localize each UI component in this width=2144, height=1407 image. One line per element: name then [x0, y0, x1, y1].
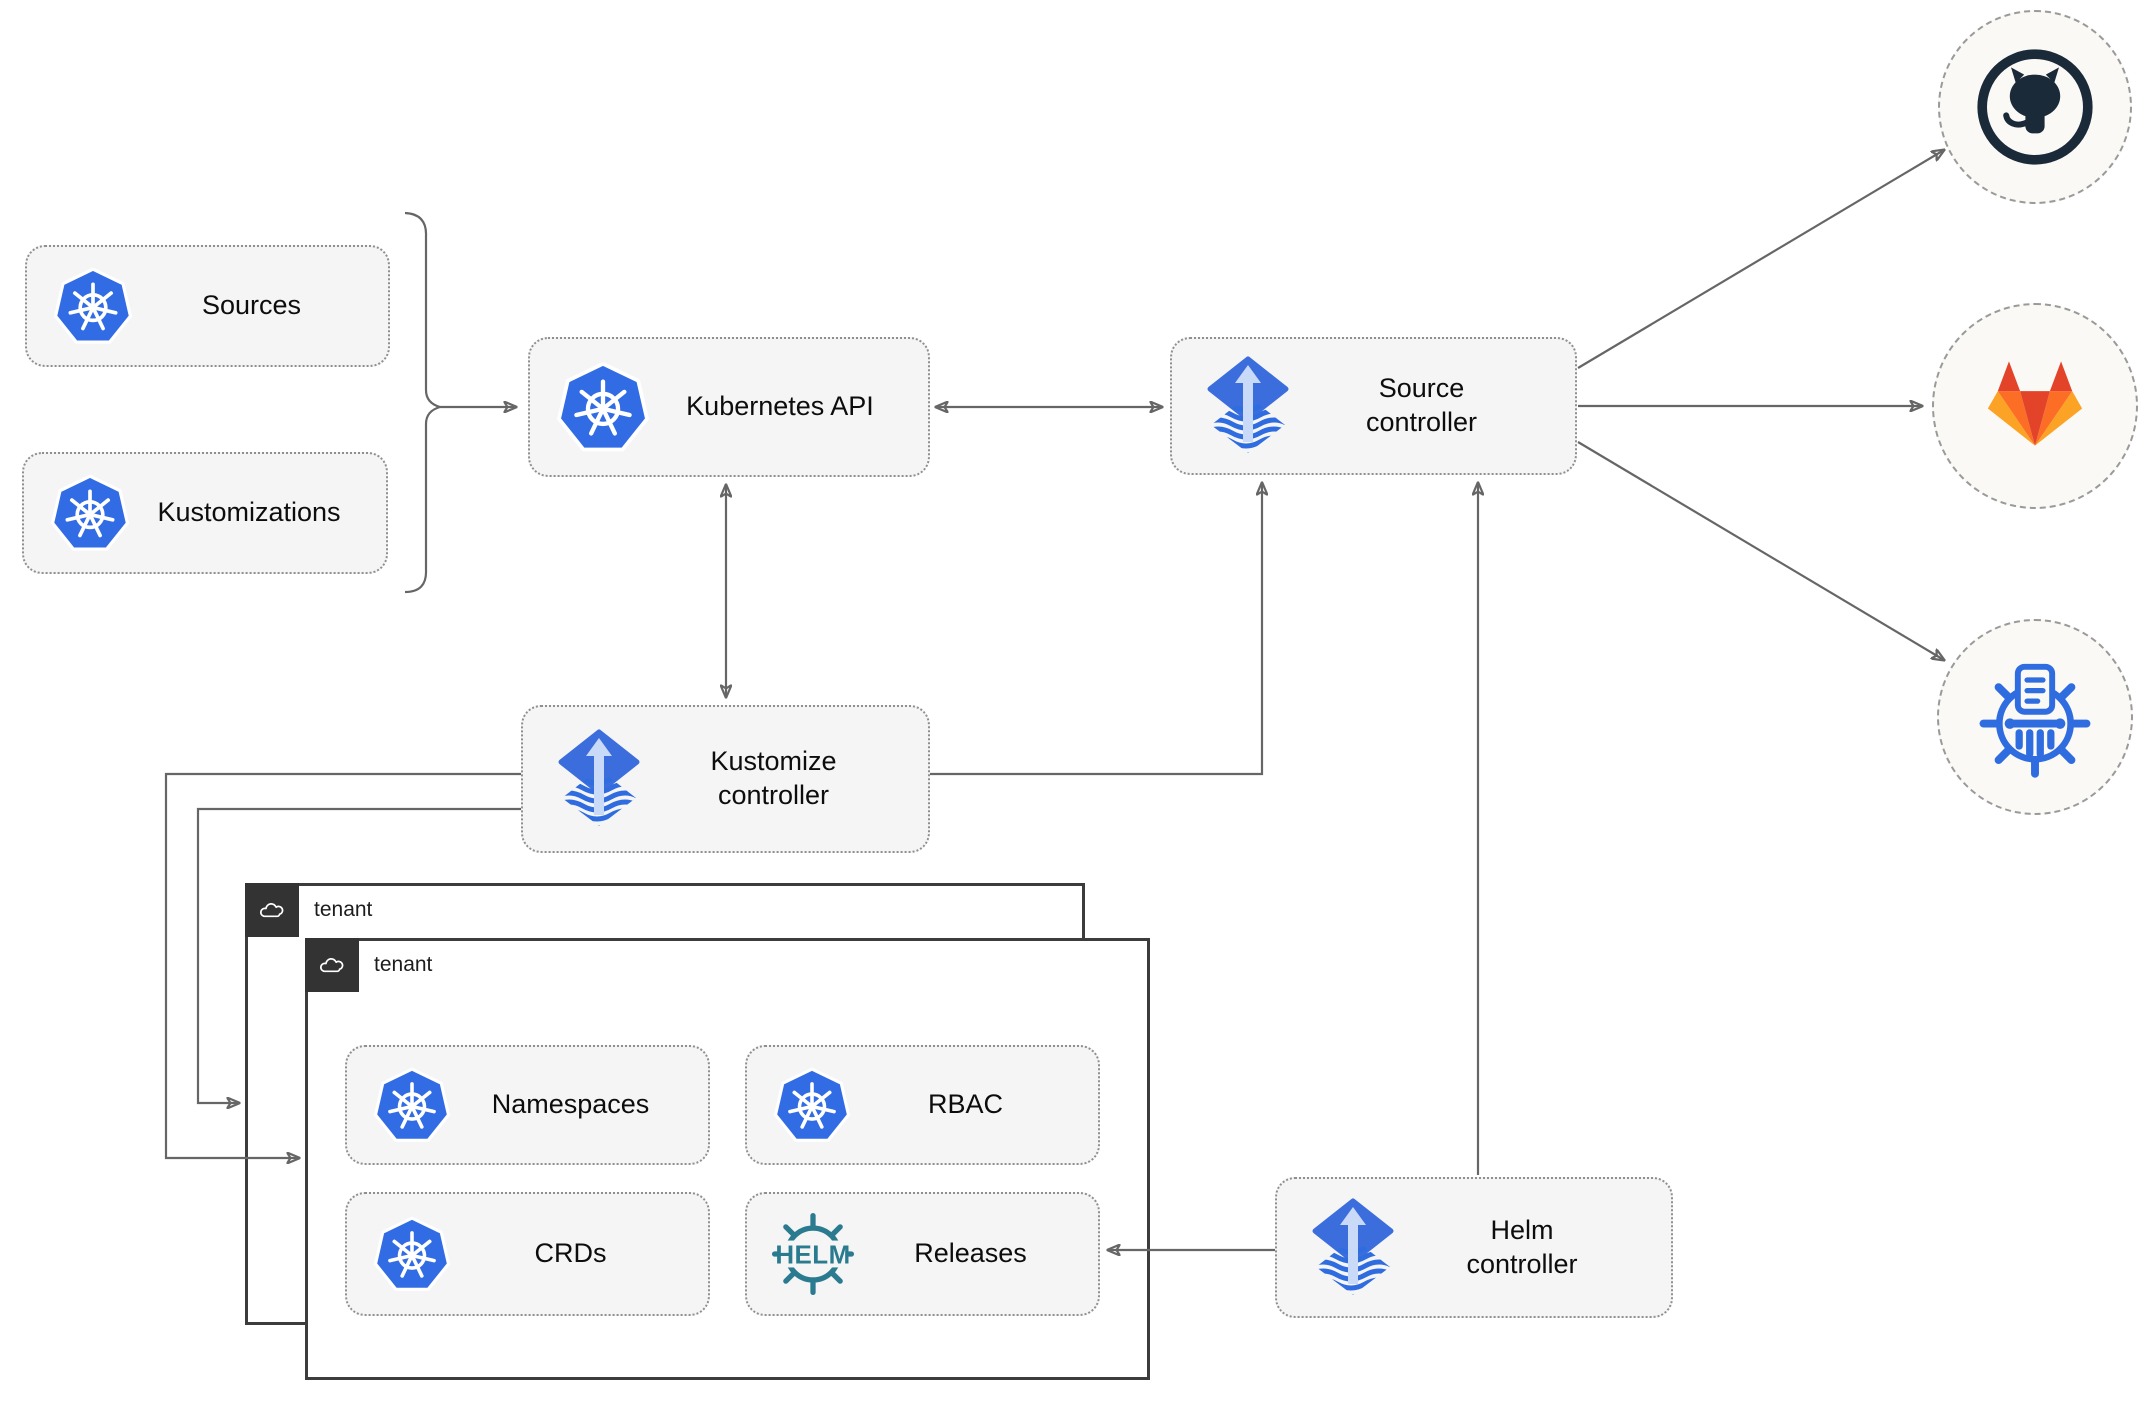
kubernetes-icon — [373, 1066, 451, 1144]
node-rbac: RBAC — [745, 1045, 1100, 1165]
kubernetes-icon — [53, 266, 133, 346]
tenant-label: tenant — [314, 898, 373, 921]
endpoint-chartmuseum — [1937, 619, 2133, 815]
cloud-icon — [255, 894, 289, 927]
endpoint-gitlab — [1932, 303, 2138, 509]
edge-source-to-github — [1577, 150, 1944, 369]
node-releases: HELM Releases — [745, 1192, 1100, 1316]
node-label: Namespaces — [491, 1089, 650, 1120]
node-label: Kubernetes API — [686, 391, 874, 422]
node-source-controller: Source controller — [1170, 337, 1577, 475]
chartmuseum-icon — [1969, 651, 2101, 783]
kubernetes-icon — [50, 473, 130, 553]
github-icon — [1975, 47, 2095, 167]
node-crds: CRDs — [345, 1192, 710, 1316]
node-namespaces: Namespaces — [345, 1045, 710, 1165]
node-kustomizations: Kustomizations — [22, 452, 388, 574]
kubernetes-icon — [773, 1066, 851, 1144]
flux-icon — [1198, 352, 1298, 460]
node-label: Releases — [914, 1238, 1027, 1269]
node-kustomize-controller: Kustomize controller — [521, 705, 930, 853]
svg-text:HELM: HELM — [775, 1242, 850, 1270]
flux-icon — [549, 725, 649, 833]
cloud-icon — [315, 949, 349, 982]
endpoint-github — [1938, 10, 2132, 204]
brace-sources-group — [404, 211, 444, 594]
kubernetes-icon — [373, 1215, 451, 1293]
node-label: Helm controller — [1466, 1214, 1578, 1279]
node-label: Kustomizations — [157, 497, 341, 528]
edge-kustomize-to-source-controller — [930, 483, 1262, 776]
node-label: Kustomize controller — [710, 746, 837, 810]
tenant-label: tenant — [374, 953, 433, 976]
node-label: RBAC — [927, 1089, 1003, 1120]
tenant-tab — [305, 938, 359, 992]
gitlab-icon — [1973, 344, 2097, 468]
tenant-tab — [245, 883, 299, 937]
edge-source-to-chartmuseum — [1577, 441, 1944, 660]
node-label: Sources — [201, 290, 302, 321]
node-label: CRDs — [534, 1238, 607, 1269]
node-kubernetes-api: Kubernetes API — [528, 337, 930, 477]
helm-icon: HELM — [765, 1206, 861, 1302]
node-helm-controller: Helm controller — [1275, 1177, 1673, 1318]
flux-icon — [1303, 1194, 1403, 1302]
kubernetes-icon — [556, 360, 650, 454]
node-sources: Sources — [25, 245, 390, 367]
node-label: Source controller — [1365, 373, 1478, 437]
